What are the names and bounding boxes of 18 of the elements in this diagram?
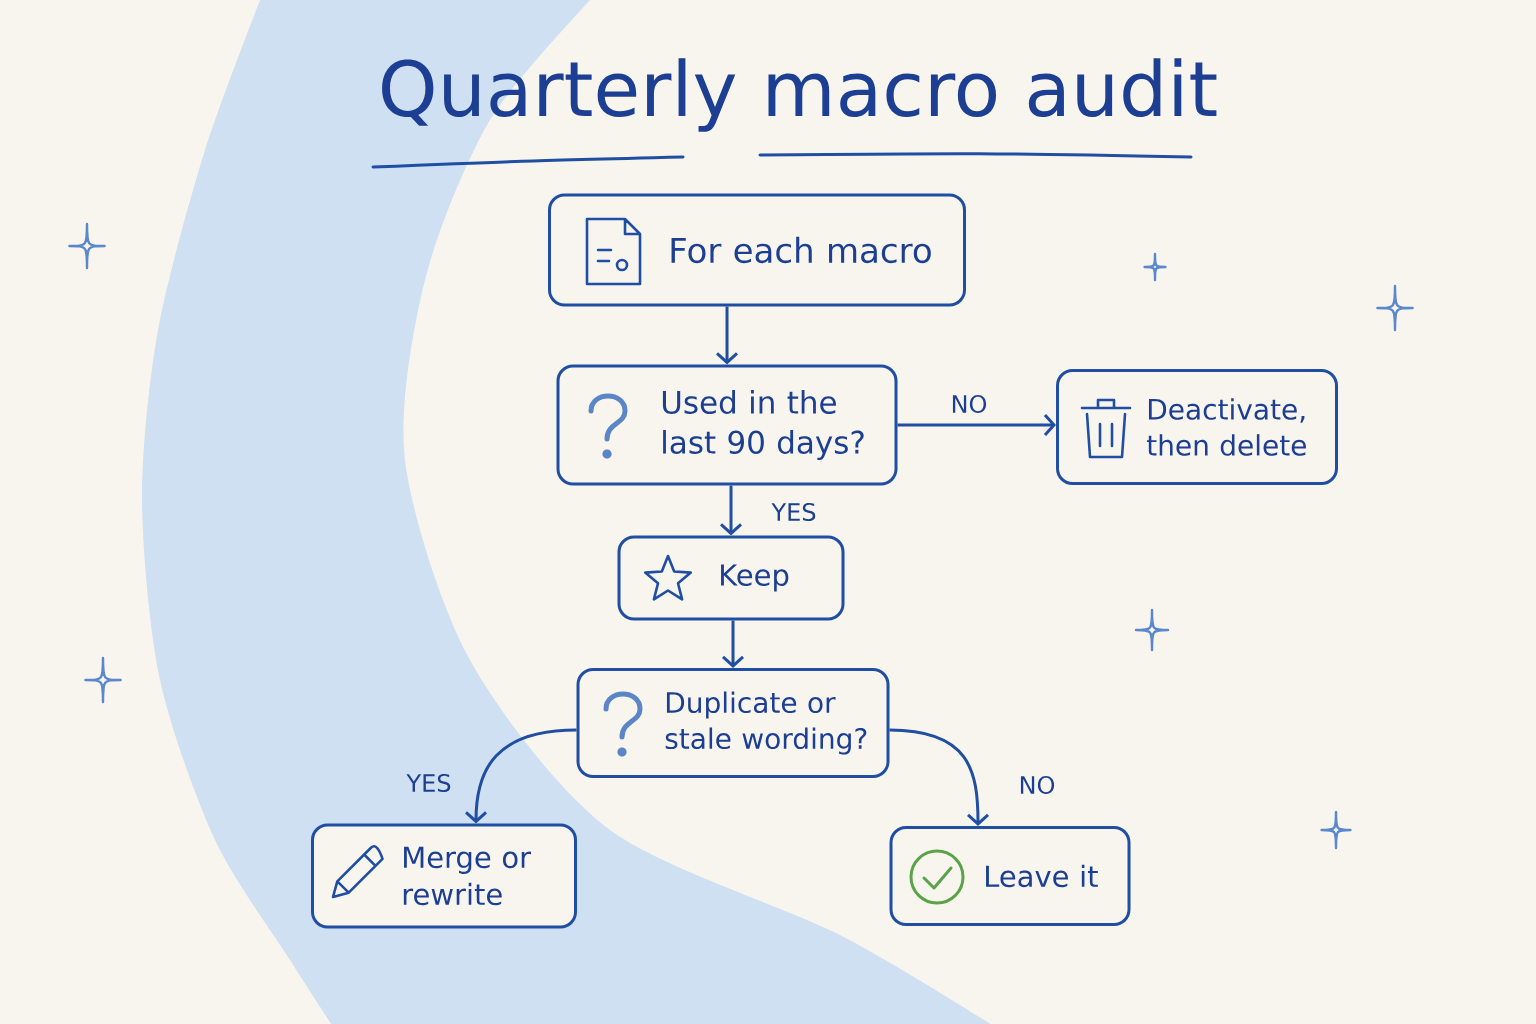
arrow <box>897 414 1056 436</box>
process-box: Deactivate, then delete <box>1056 369 1338 485</box>
edge-label: YES <box>771 502 816 522</box>
decision-box: Duplicate or stale wording? <box>576 668 890 778</box>
arrow <box>465 728 577 824</box>
arrow <box>720 485 742 536</box>
arrow <box>722 620 744 668</box>
start-box: For each macro <box>548 193 966 307</box>
arrow <box>889 728 989 826</box>
process-box: Keep <box>617 535 845 621</box>
edge-label: NO <box>1020 775 1055 795</box>
process-box: Merge or rewrite <box>311 823 577 929</box>
process-box: Leave it <box>889 826 1131 926</box>
edge-label: NO <box>952 394 987 414</box>
arrow <box>716 306 738 365</box>
decision-box: Used in the last 90 days? <box>556 364 898 486</box>
edge-label: YES <box>406 773 451 793</box>
title: Quarterly macro audit <box>382 58 1217 132</box>
